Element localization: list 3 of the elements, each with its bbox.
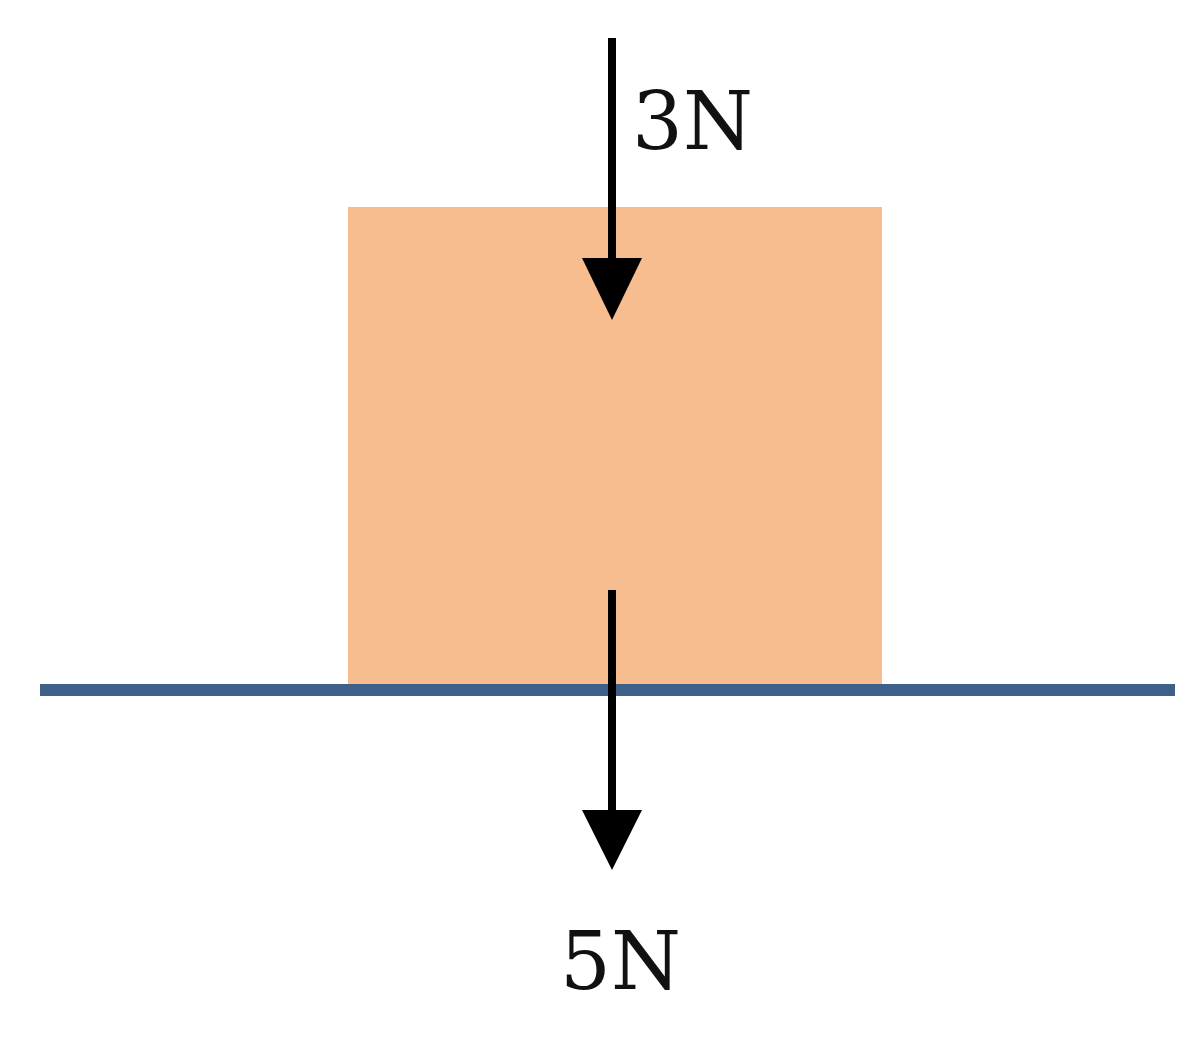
block <box>348 207 882 685</box>
force-label: 5N <box>560 922 681 1002</box>
force-label: 3N <box>632 82 753 162</box>
